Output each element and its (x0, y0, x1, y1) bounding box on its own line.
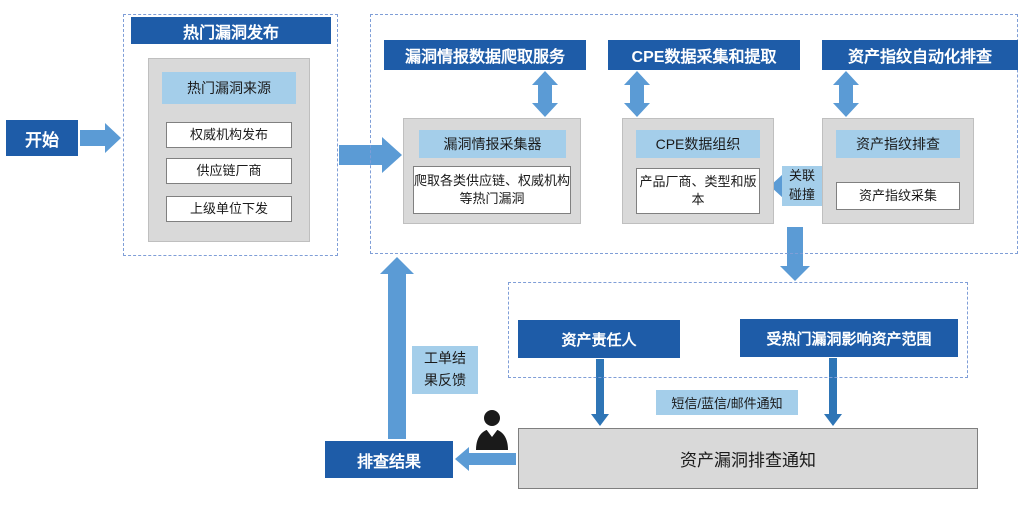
arrow-fingerprint-sync-vertical (833, 71, 859, 117)
arrow-crawl-sync-vertical (532, 71, 558, 117)
services-container (370, 14, 1018, 254)
source-item-superior-unit: 上级单位下发 (166, 196, 292, 222)
impact-container (508, 282, 968, 378)
cpe-org-title: CPE数据组织 (636, 130, 760, 158)
fingerprint-check-title: 资产指纹排查 (836, 130, 960, 158)
crawl-detail: 爬取各类供应链、权威机构等热门漏洞 (413, 166, 571, 214)
cpe-service-header: CPE数据采集和提取 (608, 40, 800, 70)
arrow-owner-down (591, 359, 609, 426)
hot-publish-header: 热门漏洞发布 (131, 17, 331, 44)
notify-channel-label: 短信/蓝信/邮件通知 (656, 390, 798, 415)
crawl-service-header: 漏洞情报数据爬取服务 (384, 40, 586, 70)
result-node: 排查结果 (325, 441, 453, 478)
arrow-cpe-sync-vertical (624, 71, 650, 117)
affected-scope-node: 受热门漏洞影响资产范围 (740, 319, 958, 357)
notice-node: 资产漏洞排查通知 (518, 428, 978, 489)
source-item-authority: 权威机构发布 (166, 122, 292, 148)
source-item-supply-chain: 供应链厂商 (166, 158, 292, 184)
hot-source-title: 热门漏洞来源 (162, 72, 296, 104)
start-node: 开始 (6, 120, 78, 156)
fingerprint-collect: 资产指纹采集 (836, 182, 960, 210)
person-icon (472, 408, 512, 452)
arrow-feedback-up (380, 257, 414, 439)
cpe-detail: 产品厂商、类型和版本 (636, 168, 760, 214)
feedback-label: 工单结果反馈 (412, 346, 478, 394)
association-collision-label: 关联碰撞 (782, 166, 822, 206)
crawl-collector-title: 漏洞情报采集器 (419, 130, 566, 158)
hot-publish-container (123, 14, 338, 256)
arrow-down-to-scope-container (780, 227, 810, 281)
arrow-scope-down (824, 358, 842, 426)
asset-owner-node: 资产责任人 (518, 320, 680, 358)
fingerprint-service-header: 资产指纹自动化排查 (822, 40, 1018, 70)
arrow-start-right (80, 123, 121, 153)
arrow-notice-to-result (455, 447, 516, 471)
